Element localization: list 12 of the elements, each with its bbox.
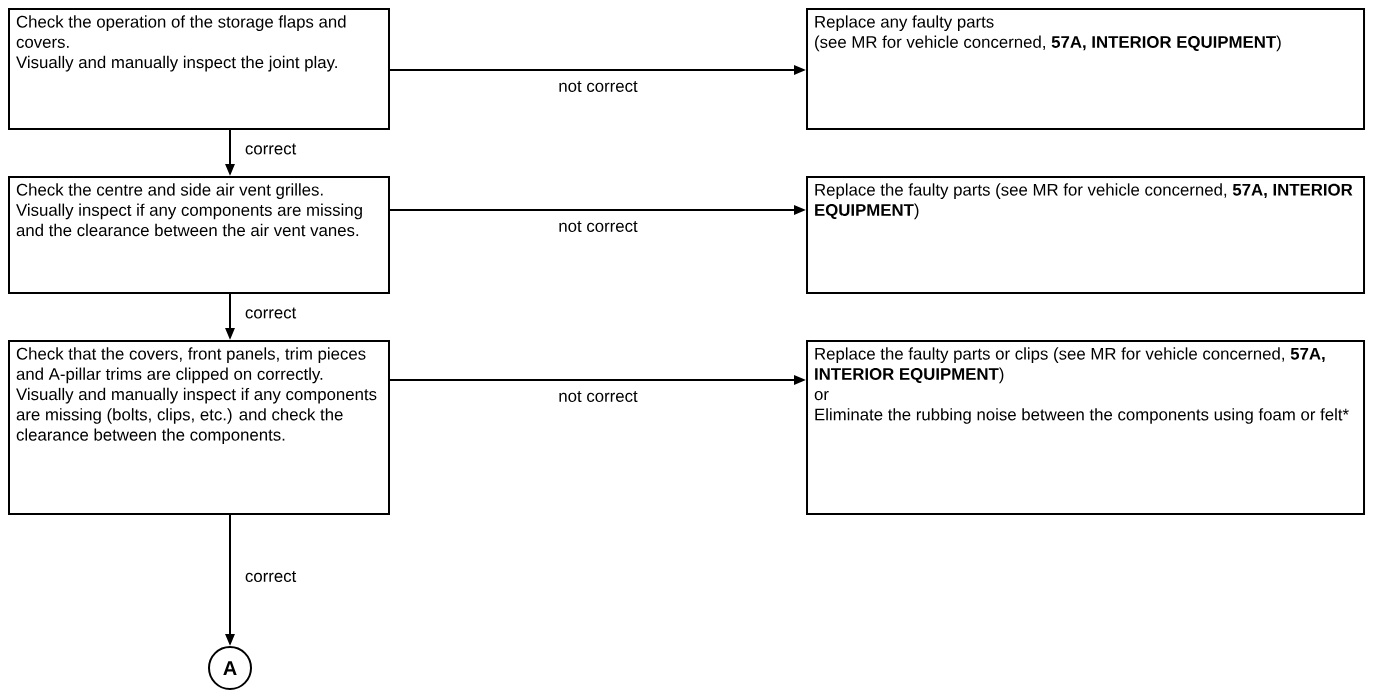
process-box: Check the operation of the storage flaps and covers. Visually and manually inspect the joint play. [8,8,390,130]
edge-label: correct [245,307,297,319]
edge-label: correct [245,143,297,155]
process-box: Check the centre and side air vent grilles. Visually inspect if any components are missing and the clearance between the air vent vanes. [8,176,390,294]
edge-label: not correct [559,80,638,92]
edge-label: not correct [559,390,638,402]
process-box: Check that the covers, front panels, trim pieces and A-pillar trims are clipped on correctly. Visually and manually inspect if any components are missing (bolts, clips, etc.) and check the clearance between the components. [8,340,390,515]
process-box: Replace the faulty parts (see MR for vehicle concerned, 57A, INTERIOR EQUIPMENT) [806,176,1365,294]
edge-label: correct [245,571,297,582]
process-box: Replace the faulty parts or clips (see MR for vehicle concerned, 57A, INTERIOR EQUIPMENT) or Eliminate the rubbing noise between the components using foam or felt* [806,340,1365,515]
edge-label: not correct [559,220,638,232]
process-box: Replace any faulty parts (see MR for vehicle concerned, 57A, INTERIOR EQUIPMENT) [806,8,1365,130]
